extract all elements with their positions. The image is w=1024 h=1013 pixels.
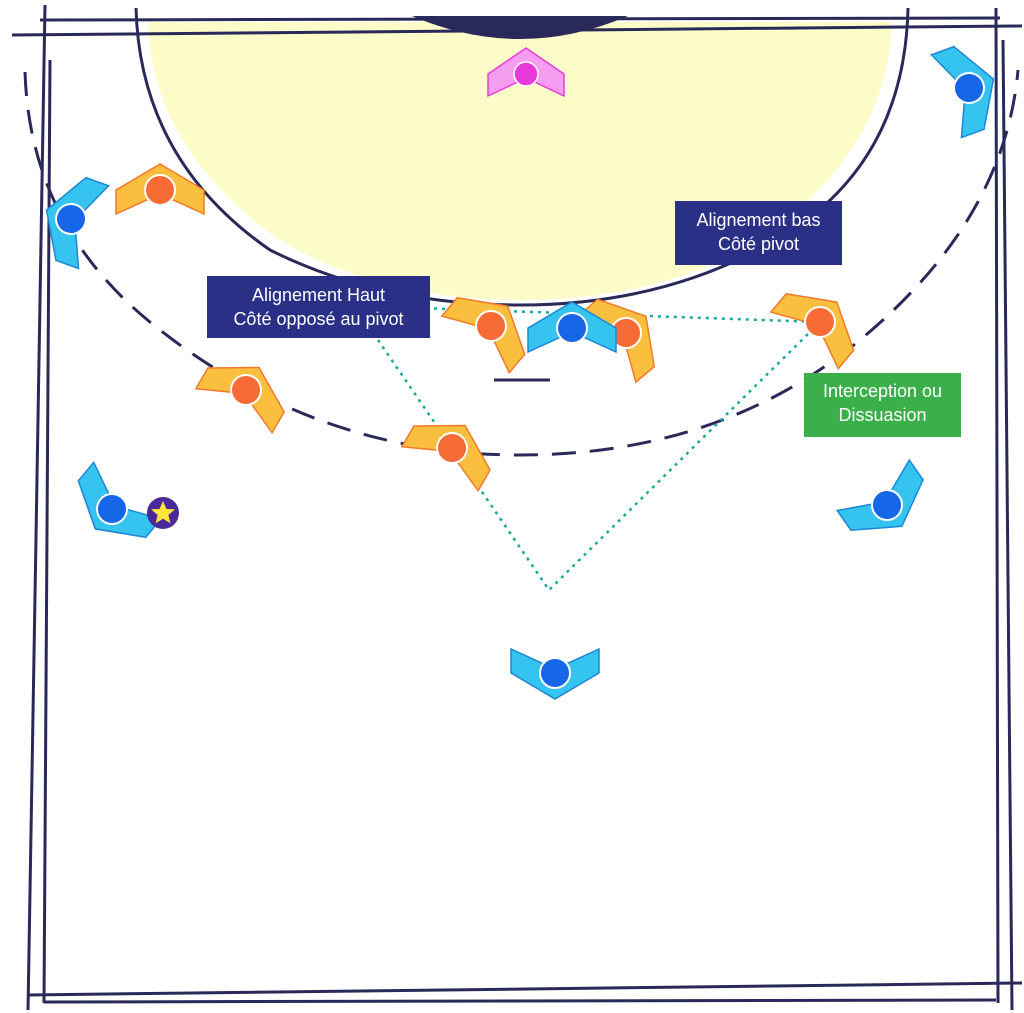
defender bbox=[194, 366, 285, 435]
defender-head bbox=[230, 374, 262, 406]
star-ball-icon bbox=[151, 501, 175, 524]
alignment-low-line-2: Côté pivot bbox=[717, 234, 800, 254]
attacker bbox=[527, 301, 617, 354]
attacker-chevron-icon bbox=[835, 458, 924, 532]
attacker-head bbox=[953, 72, 985, 104]
defender bbox=[769, 292, 855, 371]
defender-chevron-icon bbox=[400, 424, 491, 493]
attacker bbox=[77, 460, 163, 539]
alignment-high-label: Alignement Haut Côté opposé au pivot bbox=[207, 276, 430, 338]
defender-head bbox=[144, 174, 176, 206]
attacker-head bbox=[556, 312, 588, 344]
six-meter-line bbox=[134, 7, 910, 307]
attacker-head bbox=[539, 657, 571, 689]
attacker bbox=[510, 647, 600, 700]
alignment-low-label: Alignement bas Côté pivot bbox=[675, 201, 842, 265]
attacker-head bbox=[55, 203, 87, 235]
attacker bbox=[45, 176, 110, 270]
interception-line-2: Dissuasion bbox=[838, 405, 927, 425]
defender-head bbox=[436, 432, 468, 464]
defender-head bbox=[475, 310, 507, 342]
defender bbox=[440, 296, 526, 375]
alignment-high-line-2: Côté opposé au pivot bbox=[233, 309, 404, 329]
defender bbox=[115, 163, 205, 216]
defender bbox=[400, 424, 491, 493]
attacker-head bbox=[96, 493, 128, 525]
court-border bbox=[11, 4, 1023, 1011]
alignment-high-line-1: Alignement Haut bbox=[251, 285, 386, 305]
ball bbox=[147, 497, 179, 529]
interception-label: Interception ou Dissuasion bbox=[804, 373, 961, 437]
goalkeeper bbox=[487, 47, 565, 98]
attacker bbox=[930, 45, 995, 139]
attacker-chevron-icon bbox=[45, 176, 110, 270]
attacker-chevron-icon bbox=[930, 45, 995, 139]
defender-head bbox=[804, 306, 836, 338]
attacker-head bbox=[871, 489, 903, 521]
defender-chevron-icon bbox=[440, 296, 526, 375]
attacker bbox=[835, 458, 924, 532]
defender-chevron-icon bbox=[194, 366, 285, 435]
interception-line-1: Interception ou bbox=[822, 381, 943, 401]
defender-chevron-icon bbox=[769, 292, 855, 371]
goalkeeper-head bbox=[513, 61, 539, 87]
goal bbox=[412, 16, 628, 39]
alignment-low-line-1: Alignement bas bbox=[696, 210, 821, 230]
nine-meter-line bbox=[23, 69, 1020, 457]
